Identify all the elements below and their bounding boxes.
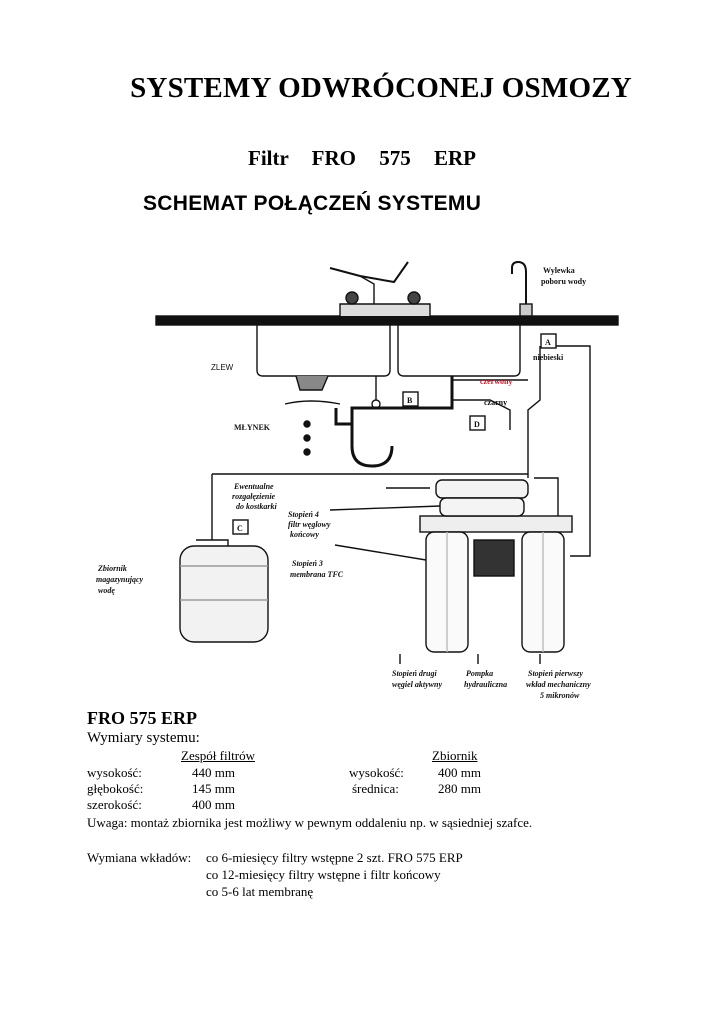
- marker-a: A: [545, 338, 551, 347]
- label-stage1-1: Stopień pierwszy: [528, 669, 583, 678]
- marker-d: D: [474, 420, 480, 429]
- page-subtitle: Filtr FRO 575 ERP: [248, 146, 477, 170]
- label-stage1-2: wkład mechaniczny: [526, 680, 591, 689]
- marker-a-box: [540, 333, 557, 349]
- faucet-valve-right: [407, 291, 421, 305]
- marker-d-box: [469, 415, 486, 431]
- faucet-valve-left: [345, 291, 359, 305]
- label-tank-3: wodę: [98, 586, 115, 595]
- label-pump-1: Pompka: [466, 669, 493, 678]
- label-zlew: ZLEW: [211, 363, 234, 372]
- sink-basin-left: [256, 325, 391, 377]
- outlet-line: [556, 345, 591, 557]
- pump: [473, 539, 515, 577]
- label-tank-1: Zbiornik: [97, 564, 127, 573]
- ro-spout-base: [519, 303, 533, 317]
- label-stage3-2: membrana TFC: [290, 570, 344, 579]
- replacement-label: Wymiana wkładów:: [87, 850, 192, 865]
- tank-diameter-value: 280 mm: [438, 781, 481, 796]
- label-stage4-1: Stopień 4: [288, 510, 319, 519]
- label-stage4-2: filtr węglowy: [288, 520, 331, 529]
- filters-height-value: 440 mm: [192, 765, 235, 780]
- label-pump-2: hydrauliczna: [464, 680, 507, 689]
- marker-c-box: [232, 519, 249, 535]
- label-czerwony: czerwony: [480, 377, 512, 386]
- label-branch-3: do kostkarki: [236, 502, 277, 511]
- filter-head: [419, 515, 573, 533]
- specs-heading: FRO 575 ERP: [87, 708, 197, 728]
- label-branch-2: rozgałęzienie: [232, 492, 276, 501]
- faucet-base: [339, 303, 431, 316]
- label-stage3-1: Stopień 3: [292, 559, 323, 568]
- filters-width-label: szerokość:: [87, 797, 142, 812]
- tank-header: Zbiornik: [432, 748, 478, 763]
- specs-subheading: Wymiary systemu:: [87, 730, 200, 746]
- replacement-item: co 12-miesięcy filtry wstępne i filtr ko…: [206, 867, 441, 882]
- faucet-spout: [329, 261, 409, 284]
- drain-siphon: [350, 376, 454, 468]
- installation-note: Uwaga: montaż zbiornika jest możliwy w p…: [87, 815, 533, 830]
- carbon-post-filter: [439, 497, 525, 517]
- label-spout-2: poboru wody: [541, 277, 586, 286]
- replacement-item: co 5-6 lat membranę: [206, 884, 314, 899]
- filters-width-value: 400 mm: [192, 797, 235, 812]
- grinder-outlet: [295, 375, 329, 391]
- label-stage1-3: 5 mikronów: [540, 691, 580, 700]
- label-mlynek: MŁYNEK: [234, 423, 271, 432]
- ro-spout: [511, 260, 527, 316]
- page-title: SYSTEMY ODWRÓCONEJ OSMOZY: [130, 72, 632, 104]
- filters-depth-label: głębokość:: [87, 781, 144, 796]
- marker-b-box: [402, 391, 419, 407]
- diagram-title: SCHEMAT POŁĄCZEŃ SYSTEMU: [143, 192, 482, 215]
- supply-line-blue: [527, 346, 541, 478]
- tank-diameter-label: średnica:: [352, 781, 399, 796]
- faucet-body: [359, 275, 375, 304]
- marker-b: B: [407, 396, 413, 405]
- tank-height-label: wysokość:: [349, 765, 404, 780]
- connection-diagram: Wylewka poboru wody A B C D niebieski cz…: [96, 260, 619, 700]
- countertop: [155, 315, 619, 326]
- label-czarny: czarny: [484, 398, 507, 407]
- filters-height-label: wysokość:: [87, 765, 142, 780]
- label-tank-2: magazynujący: [96, 575, 144, 584]
- label-branch-1: Ewentualne: [233, 482, 274, 491]
- filters-depth-value: 145 mm: [192, 781, 235, 796]
- marker-c: C: [237, 524, 243, 533]
- label-spout-1: Wylewka: [543, 266, 575, 275]
- grinder-top: [284, 400, 341, 405]
- membrane-housing: [435, 479, 529, 499]
- label-stage2-2: węgiel aktywny: [392, 680, 442, 689]
- label-niebieski: niebieski: [533, 353, 564, 362]
- label-stage2-1: Stopień drugi: [392, 669, 437, 678]
- tank-height-value: 400 mm: [438, 765, 481, 780]
- filters-header: Zespół filtrów: [181, 748, 256, 763]
- sink-basin-right: [397, 325, 521, 377]
- label-stage4-3: końcowy: [290, 530, 319, 539]
- storage-tank: [179, 545, 269, 643]
- replacement-item: co 6-miesięcy filtry wstępne 2 szt. FRO …: [206, 850, 463, 865]
- supply-line-black: [452, 399, 511, 430]
